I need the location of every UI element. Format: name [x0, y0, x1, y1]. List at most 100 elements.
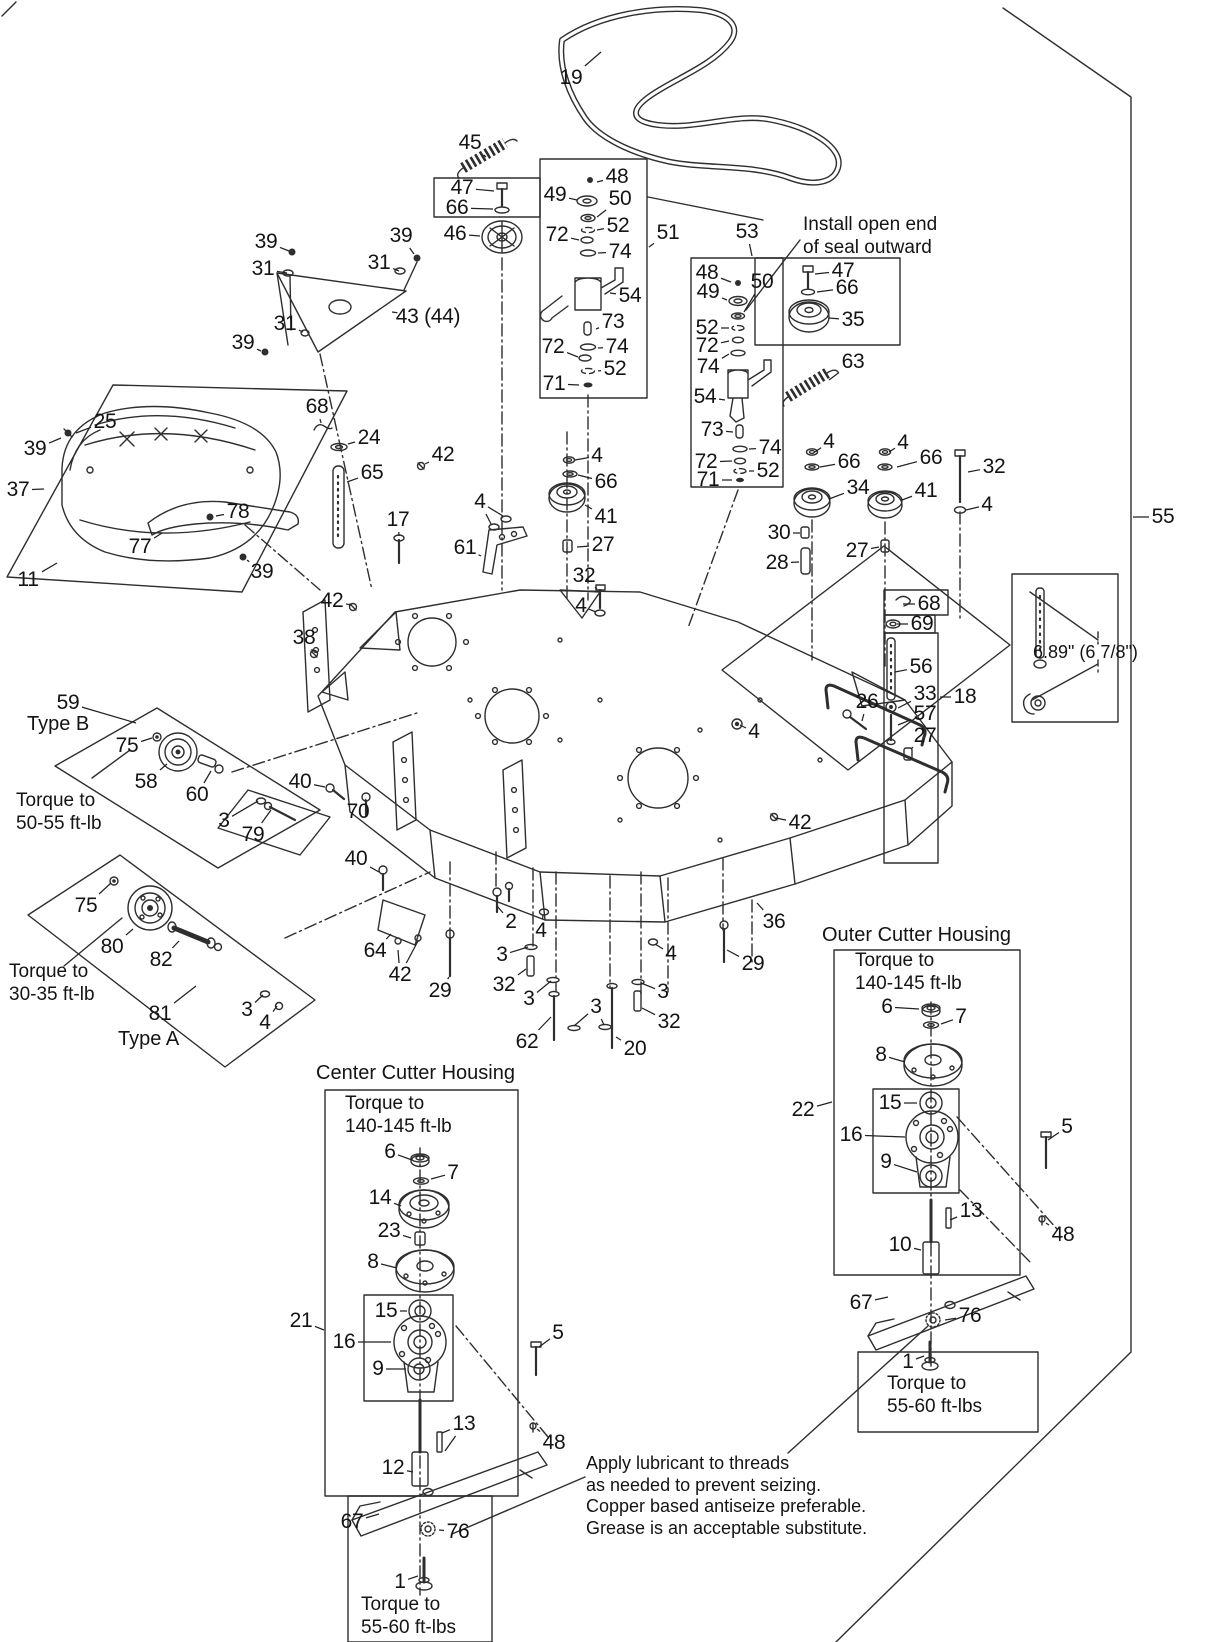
callout-27: 27	[591, 533, 615, 556]
plate-43-group	[261, 248, 421, 356]
outer-housing-title: Outer Cutter Housing	[822, 923, 1011, 947]
callout-4: 4	[665, 942, 677, 965]
callout-16: 16	[839, 1123, 863, 1146]
callout-74: 74	[758, 436, 782, 459]
annotation-leaders	[63, 196, 1099, 1535]
callout-32: 32	[572, 564, 596, 587]
callout-82: 82	[149, 948, 173, 971]
callout-48: 48	[605, 165, 629, 188]
callout-34: 34	[846, 476, 870, 499]
idler-tension-spring	[456, 138, 518, 179]
callout-58: 58	[134, 770, 158, 793]
type-a-label-line-1: Type A	[118, 1028, 180, 1050]
callout-33: 33	[913, 682, 937, 705]
callout-80: 80	[100, 935, 124, 958]
seal-note-line-2: of seal outward	[803, 236, 932, 258]
pulley-35-group	[782, 265, 839, 407]
dimension-note: 6.89" (6 7/8")	[1033, 642, 1138, 664]
callout-17: 17	[386, 508, 410, 531]
outer-spindle-stack	[867, 1003, 1052, 1371]
gas-spring-dimension	[1022, 587, 1047, 715]
callout-72: 72	[545, 223, 569, 246]
callout-3: 3	[241, 998, 253, 1021]
callout-60: 60	[185, 783, 209, 806]
callout-4: 4	[748, 720, 760, 743]
callout-26: 26	[855, 690, 879, 713]
callout-4: 4	[535, 919, 547, 942]
callout-4: 4	[823, 430, 835, 453]
callout-6: 6	[881, 995, 893, 1018]
callout-31: 31	[251, 257, 275, 280]
callout-1: 1	[902, 1350, 914, 1373]
callout-38: 38	[292, 626, 316, 649]
callout-41: 41	[914, 479, 938, 502]
callout-66: 66	[594, 470, 618, 493]
callout-50: 50	[608, 187, 632, 210]
callout-49: 49	[543, 183, 567, 206]
callout-20: 20	[623, 1037, 647, 1060]
outer-blade-torque-line-1: Torque to	[887, 1373, 967, 1394]
idler-arm-51-stack	[539, 177, 624, 388]
center-housing-title: Center Cutter Housing	[316, 1061, 515, 1085]
callout-78: 78	[226, 500, 250, 523]
callout-3: 3	[523, 987, 535, 1010]
callout-45: 45	[458, 131, 482, 154]
callout-29: 29	[428, 979, 452, 1002]
outer-housing-title-line-1: Outer Cutter Housing	[822, 924, 1011, 946]
callout-39: 39	[231, 331, 255, 354]
lubricant-note-line-1: Apply lubricant to threads	[586, 1453, 790, 1473]
callout-66: 66	[835, 276, 859, 299]
idler-pulley-46-stack	[481, 182, 523, 254]
callout-9: 9	[880, 1150, 892, 1173]
callout-19: 19	[559, 66, 583, 89]
callout-73: 73	[601, 310, 625, 333]
callout-74: 74	[696, 355, 720, 378]
callout-10: 10	[888, 1233, 912, 1256]
belt-cover-group	[61, 405, 300, 562]
callout-65: 65	[360, 461, 384, 484]
callout-15: 15	[374, 1299, 398, 1322]
callout-7: 7	[447, 1161, 459, 1184]
callout-47: 47	[831, 259, 855, 282]
callout-16: 16	[332, 1330, 356, 1353]
lubricant-note-line-2: as needed to prevent seizing.	[586, 1474, 822, 1495]
callout-29: 29	[741, 952, 765, 975]
callout-2: 2	[505, 910, 517, 933]
callout-3: 3	[496, 943, 508, 966]
callout-48: 48	[542, 1431, 566, 1454]
callout-32: 32	[492, 973, 516, 996]
callout-9: 9	[372, 1357, 384, 1380]
callout-66: 66	[445, 196, 469, 219]
callout-67: 67	[340, 1510, 364, 1533]
callout-52: 52	[606, 214, 630, 237]
torque-50-55-line-2: 50-55 ft-lb	[16, 812, 102, 834]
deck-hardware	[325, 783, 779, 1050]
callout-39: 39	[23, 437, 47, 460]
center-housing-torque-line-1: Torque to	[345, 1093, 425, 1114]
callout-27: 27	[913, 724, 937, 747]
callout-31: 31	[367, 251, 391, 274]
lubricant-note-line-3: Copper based antiseize preferable.	[586, 1496, 867, 1517]
pulley-34-41-group	[793, 448, 967, 575]
callout-37: 37	[6, 478, 30, 501]
callout-77: 77	[128, 535, 152, 558]
center-blade-torque-line-2: 55-60 ft-lbs	[361, 1616, 457, 1638]
hanger-rod-group	[309, 423, 426, 659]
callout-30: 30	[767, 521, 791, 544]
callout-75: 75	[115, 734, 139, 757]
callout-59: 59	[56, 691, 80, 714]
callout-71: 71	[542, 372, 566, 395]
callout-18: 18	[953, 685, 977, 708]
callout-47: 47	[450, 176, 474, 199]
caster-type-b	[152, 732, 297, 822]
callout-66: 66	[837, 450, 861, 473]
drive-belt	[558, 6, 842, 186]
callout-1: 1	[394, 1570, 406, 1593]
callout-4: 4	[591, 444, 603, 467]
callout-48: 48	[1051, 1223, 1075, 1246]
seal-note-line-1: Install open end	[803, 214, 938, 235]
mower-deck	[302, 589, 953, 923]
